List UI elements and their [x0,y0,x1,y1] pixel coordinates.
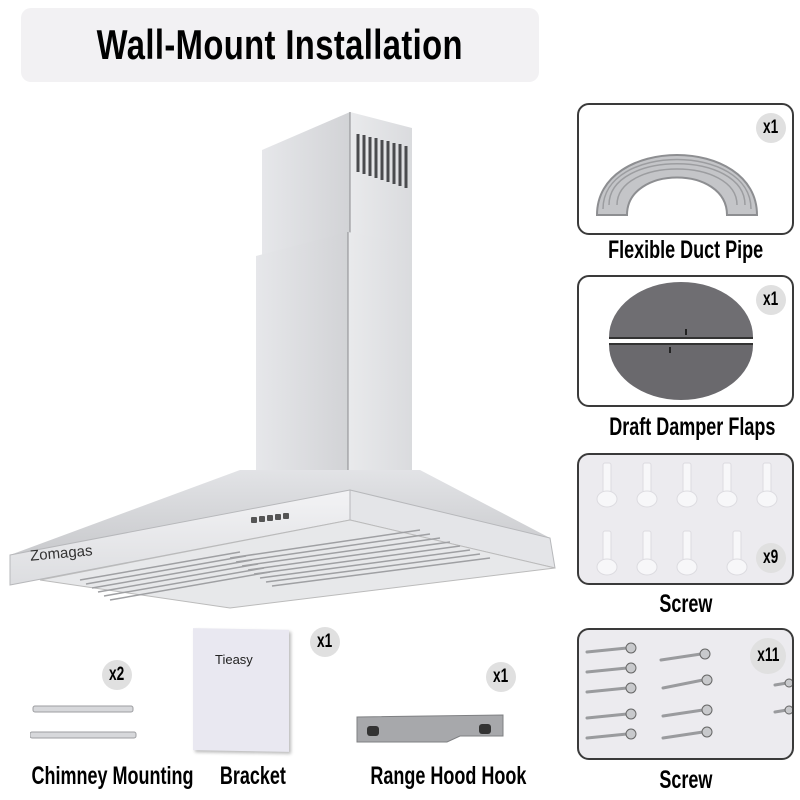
quantity-badge: x1 [756,113,786,143]
part-panel-wall-anchors: x9 [577,453,794,585]
hook-bracket-icon [356,714,504,743]
duct-pipe-icon [595,154,759,216]
booklet-brand: Tieasy [215,652,253,667]
part-panel-screws: x11 [577,628,794,760]
wall-anchor-icon [596,462,778,576]
part-panel-duct-pipe: x1 [577,103,794,235]
part-label: Range Hood Hook [370,762,527,790]
part-label: Screw [658,590,713,618]
part-panel-damper-flaps: x1 [577,275,794,407]
title-banner: Wall-Mount Installation [21,8,539,82]
manual-booklet-icon [193,628,289,752]
part-label: Screw [658,766,713,794]
mounting-strip-icon [30,705,137,739]
vent-slots [356,134,408,188]
quantity-badge: x2 [102,660,132,690]
part-label: Chimney Mounting [31,762,194,790]
part-label: Bracket [219,762,286,790]
quantity-badge: x1 [310,627,340,657]
damper-flaps-icon [609,282,753,400]
page-title: Wall-Mount Installation [96,21,464,68]
screw-icon [585,642,792,740]
quantity-badge: x1 [486,662,516,692]
quantity-badge: x9 [756,543,786,573]
quantity-badge: x1 [756,285,786,315]
control-buttons [251,513,289,523]
part-label: Flexible Duct Pipe [607,236,764,264]
range-hood-image [9,112,556,609]
part-label: Draft Damper Flaps [609,413,776,441]
quantity-badge: x11 [750,638,786,674]
